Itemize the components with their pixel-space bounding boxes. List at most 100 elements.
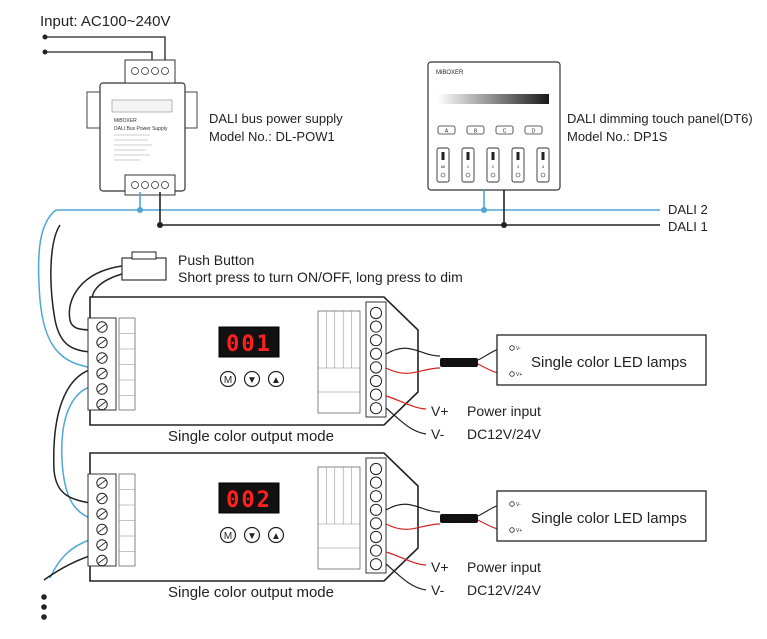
mode-button[interactable] xyxy=(219,526,237,544)
lamp-pin-label: V+ xyxy=(516,528,522,534)
lamp-wire-positive xyxy=(385,523,441,530)
lamp-wire-negative xyxy=(385,503,441,513)
zone-button: 1 xyxy=(461,147,475,183)
lamp-pin xyxy=(509,501,515,507)
scene-button-label: C xyxy=(503,129,507,135)
screw-slot xyxy=(97,541,107,549)
zone-indicator xyxy=(466,152,470,160)
lamp-pin-label: V+ xyxy=(516,372,522,378)
wire-connector xyxy=(440,358,478,367)
zone-button-frame xyxy=(511,147,525,183)
power-supply-unit: MiBOXER DALI Bus Power Supply xyxy=(86,59,198,196)
input-terminal-block xyxy=(87,473,117,567)
zone-led xyxy=(490,172,496,178)
scene-button-b xyxy=(466,125,485,135)
zone-button-label: 4 xyxy=(542,164,545,169)
output-terminal xyxy=(369,462,383,476)
segment-display xyxy=(218,326,280,358)
zone-button-label: 3 xyxy=(517,164,520,169)
lamp-pin xyxy=(509,345,515,351)
power-vminus-label: V- xyxy=(431,582,445,598)
output-terminal xyxy=(369,320,383,333)
power-voltage-label: DC12V/24V xyxy=(467,582,542,598)
zone-button: 4 xyxy=(536,147,550,183)
zone-button-label: 2 xyxy=(492,164,495,169)
zone-led xyxy=(465,172,471,178)
output-terminal xyxy=(369,347,383,360)
scene-button-label: D xyxy=(532,129,536,135)
screw-slot xyxy=(97,495,107,502)
power-input-label: Power input xyxy=(467,403,541,419)
lamp-label: Single color LED lamps xyxy=(531,354,687,371)
up-button[interactable] xyxy=(267,370,285,388)
output-terminal xyxy=(369,388,383,401)
lamp-pin xyxy=(509,371,515,377)
zone-button-label: 1 xyxy=(467,164,470,169)
bus-label-dali1: DALI 1 xyxy=(668,219,708,234)
scene-button-label: B xyxy=(474,129,478,135)
lamp-box xyxy=(496,490,707,542)
scene-button-d xyxy=(524,125,543,135)
panel-zone-buttons: All 1 2 3 4 xyxy=(436,147,550,183)
up-button[interactable] xyxy=(267,526,285,544)
zone-button-label: All xyxy=(441,164,446,169)
wire-connector xyxy=(440,514,478,523)
power-vminus-label: V- xyxy=(431,426,445,442)
screw-slot xyxy=(97,339,107,346)
continuation-dots xyxy=(41,594,47,620)
led-lamp-box-2: V-V+Single color LED lamps xyxy=(496,490,707,542)
screw-slot xyxy=(97,354,107,362)
output-terminal xyxy=(369,374,383,388)
mode-button-label: M xyxy=(224,531,232,542)
ac-terminal-dot xyxy=(42,34,48,40)
screw-slot xyxy=(97,323,107,331)
segment-readout: 002 xyxy=(226,488,272,513)
zone-led xyxy=(440,172,446,178)
segment-readout: 001 xyxy=(226,332,272,357)
output-terminal xyxy=(369,503,383,516)
panel-name: DALI dimming touch panel(DT6) xyxy=(567,111,753,126)
lamp-box xyxy=(496,334,707,386)
power-wire-negative xyxy=(385,563,427,591)
zone-button-frame xyxy=(486,147,500,183)
output-terminal xyxy=(369,476,383,489)
screw-slot xyxy=(97,557,107,564)
bus-junction-dots xyxy=(137,207,507,228)
output-label-grid xyxy=(317,310,361,414)
output-terminal xyxy=(369,517,383,530)
mode-button[interactable] xyxy=(219,370,237,388)
output-terminal xyxy=(369,558,383,571)
output-terminal xyxy=(369,530,383,544)
zone-led xyxy=(540,172,546,178)
dimming-slider xyxy=(437,94,549,104)
lamp-label: Single color LED lamps xyxy=(531,510,687,527)
screw-slot xyxy=(97,370,107,377)
down-button-label: ▼ xyxy=(247,375,257,386)
power-wire-positive xyxy=(385,551,427,566)
down-button[interactable] xyxy=(243,526,261,544)
scene-button-label: A xyxy=(445,129,449,135)
push-button-title: Push Button xyxy=(178,252,254,268)
output-terminal xyxy=(369,402,383,415)
power-vplus-label: V+ xyxy=(431,403,449,419)
up-button-label: ▲ xyxy=(271,375,281,386)
scene-button-c xyxy=(495,125,514,135)
screw-slot xyxy=(97,479,107,487)
output-label-grid xyxy=(317,466,361,570)
zone-indicator xyxy=(441,152,445,160)
down-button[interactable] xyxy=(243,370,261,388)
up-button-label: ▲ xyxy=(271,531,281,542)
lamp-wire-positive xyxy=(385,367,441,374)
scene-button-a xyxy=(437,125,456,135)
push-button-device xyxy=(121,251,167,281)
down-button-label: ▼ xyxy=(247,531,257,542)
zone-indicator xyxy=(516,152,520,160)
zone-button-frame xyxy=(461,147,475,183)
psu-model: Model No.: DL-POW1 xyxy=(209,129,335,144)
terminal-label-strip xyxy=(118,317,136,411)
